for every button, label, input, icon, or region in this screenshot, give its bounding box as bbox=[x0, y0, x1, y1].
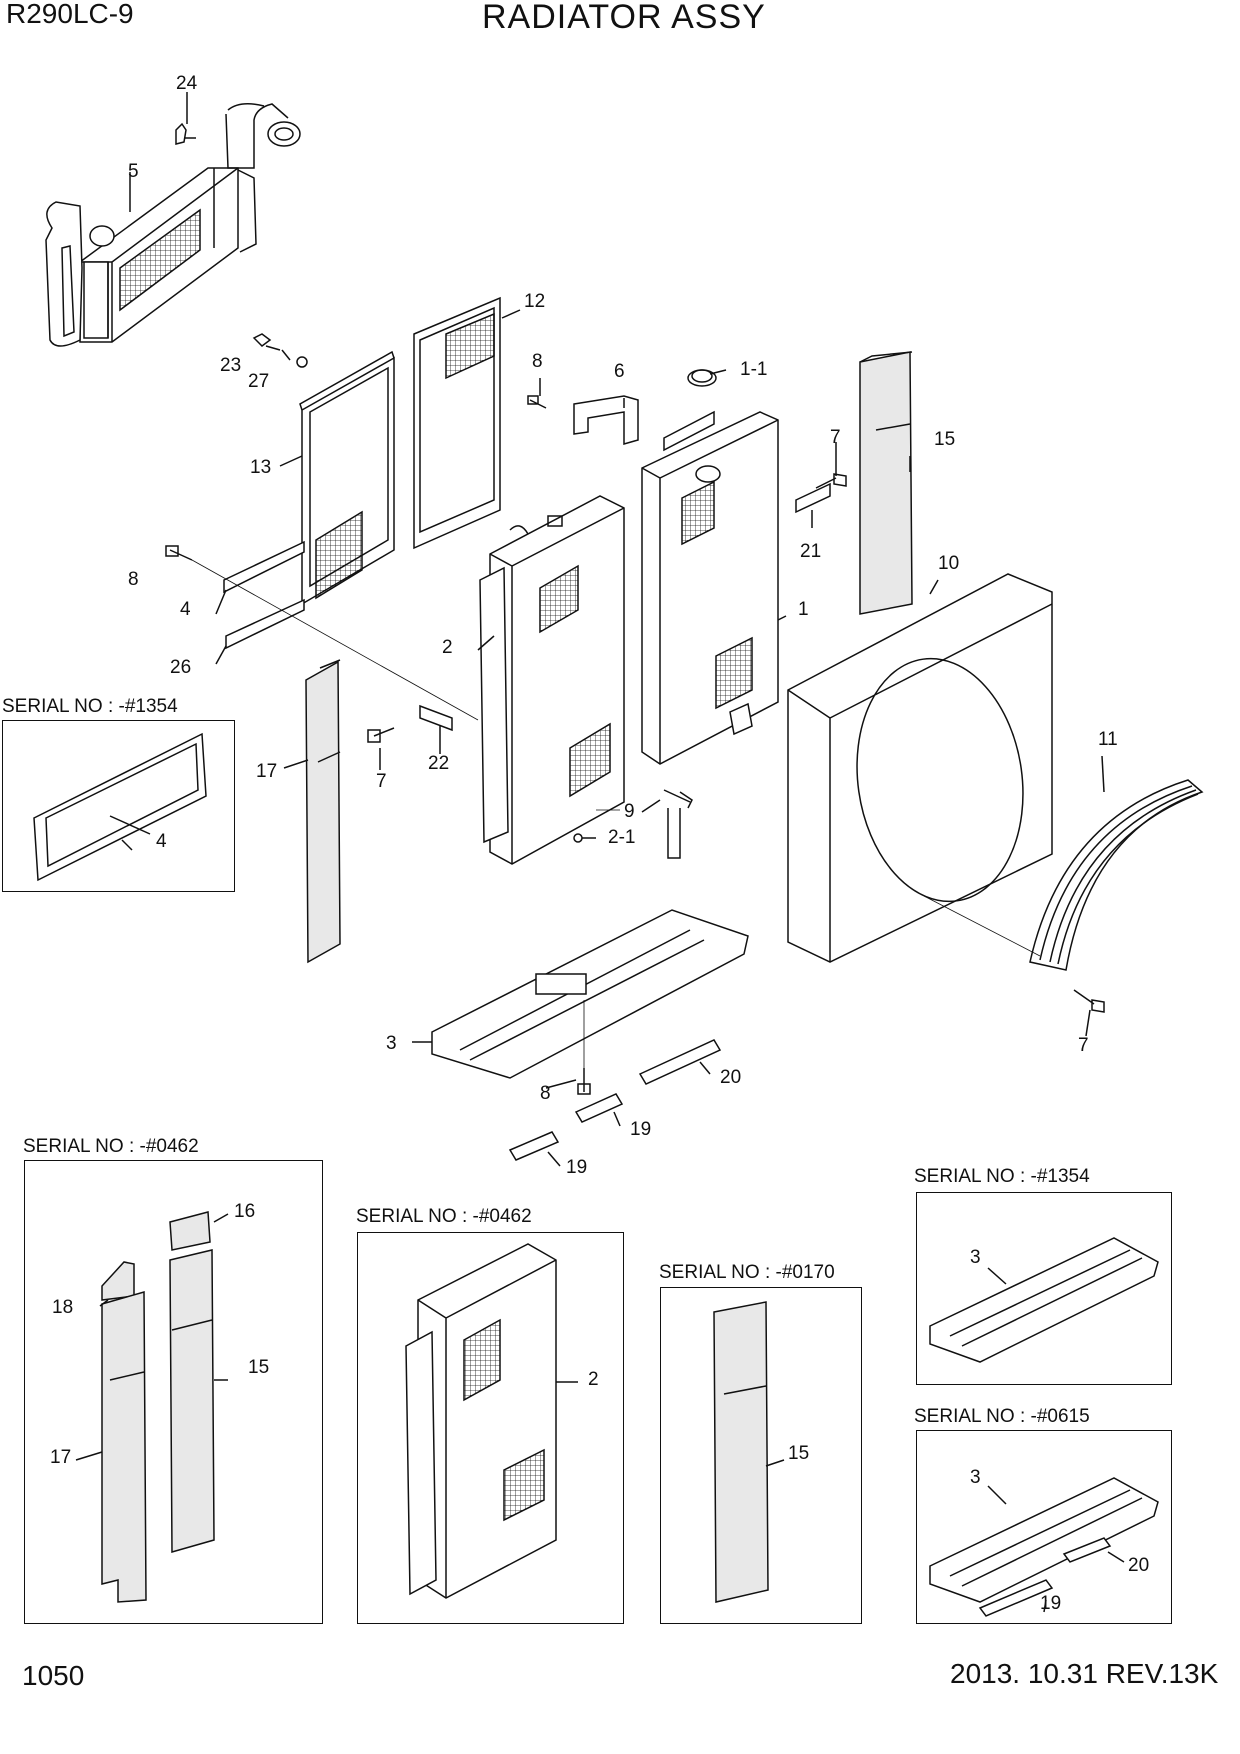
callout-2-1: 2-1 bbox=[608, 827, 636, 848]
callout-26: 26 bbox=[170, 657, 192, 678]
bolt-part-7c bbox=[1074, 990, 1104, 1012]
callout-21: 21 bbox=[800, 541, 822, 562]
callout-6: 6 bbox=[614, 361, 625, 382]
callout-7-a: 7 bbox=[830, 427, 841, 448]
inset-strap-4 bbox=[34, 734, 206, 880]
callout-19-inset: 19 bbox=[1040, 1593, 1062, 1614]
support-part-3 bbox=[432, 910, 748, 1078]
strap-part-26 bbox=[226, 600, 304, 648]
callout-23: 23 bbox=[220, 355, 242, 376]
serial-label-e: SERIAL NO : -#1354 bbox=[914, 1166, 1090, 1187]
callout-15: 15 bbox=[934, 429, 956, 450]
callout-20-inset: 20 bbox=[1128, 1555, 1150, 1576]
callout-10: 10 bbox=[938, 553, 960, 574]
inset-oil-cooler-2 bbox=[406, 1244, 556, 1598]
callout-1-1: 1-1 bbox=[740, 359, 768, 380]
plate-part-19a bbox=[576, 1094, 622, 1122]
serial-box-e bbox=[916, 1192, 1172, 1385]
intercooler-part-5 bbox=[46, 104, 300, 346]
callout-16-inset: 16 bbox=[234, 1201, 256, 1222]
serial-box-b bbox=[24, 1160, 323, 1624]
callout-5: 5 bbox=[128, 161, 139, 182]
drain-valve-part-9 bbox=[664, 790, 692, 808]
callout-7-b: 7 bbox=[376, 771, 387, 792]
page-number: 1050 bbox=[22, 1660, 85, 1691]
callout-8-a: 8 bbox=[532, 351, 543, 372]
wing-bolt-23 bbox=[254, 334, 280, 350]
callout-7-c: 7 bbox=[1078, 1035, 1089, 1056]
cap-part-1-1 bbox=[692, 370, 712, 382]
callout-27: 27 bbox=[248, 371, 270, 392]
plate-part-19b bbox=[510, 1132, 558, 1160]
serial-label-c: SERIAL NO : -#0462 bbox=[356, 1206, 532, 1227]
model-name: R290LC-9 bbox=[6, 0, 134, 29]
serial-box-f bbox=[916, 1430, 1172, 1624]
seal-part-15 bbox=[860, 352, 912, 614]
callout-8-b: 8 bbox=[128, 569, 139, 590]
revision-date: 2013. 10.31 REV.13K bbox=[950, 1658, 1219, 1689]
callout-19-a: 19 bbox=[630, 1119, 652, 1140]
guard-part-11 bbox=[1030, 780, 1202, 970]
callout-2: 2 bbox=[442, 637, 453, 658]
callout-3-inset-f: 3 bbox=[970, 1467, 981, 1488]
bolt-part-7a bbox=[816, 474, 846, 488]
serial-label-b: SERIAL NO : -#0462 bbox=[23, 1136, 199, 1157]
oil-cooler-part-2 bbox=[480, 496, 624, 864]
screen-part-12 bbox=[414, 298, 500, 548]
callout-1: 1 bbox=[798, 599, 809, 620]
bolt-part-8a bbox=[528, 396, 546, 408]
callout-22: 22 bbox=[428, 753, 450, 774]
seal-part-17 bbox=[306, 660, 340, 962]
serial-box-d bbox=[660, 1287, 862, 1624]
serial-box-a bbox=[2, 720, 235, 892]
drain-hose bbox=[668, 808, 680, 858]
radiator-part-1 bbox=[642, 370, 778, 764]
callout-15-inset-d: 15 bbox=[788, 1443, 810, 1464]
inset-seal-15 bbox=[714, 1302, 768, 1602]
plug-part-2-1 bbox=[574, 834, 582, 842]
inset-plate-20 bbox=[1064, 1538, 1110, 1562]
screen-part-13 bbox=[300, 352, 394, 604]
plate-part-21 bbox=[796, 484, 830, 512]
callout-17-inset: 17 bbox=[50, 1447, 72, 1468]
callout-24: 24 bbox=[176, 73, 198, 94]
callout-4: 4 bbox=[180, 599, 191, 620]
callout-3-inset-e: 3 bbox=[970, 1247, 981, 1268]
callout-9: 9 bbox=[624, 801, 635, 822]
plate-part-22 bbox=[420, 706, 452, 730]
callout-20: 20 bbox=[720, 1067, 742, 1088]
serial-box-c bbox=[357, 1232, 624, 1624]
bracket-part-6 bbox=[574, 396, 638, 444]
callout-18-inset: 18 bbox=[52, 1297, 74, 1318]
inset-seals-b bbox=[102, 1212, 214, 1602]
washer-part-27 bbox=[297, 357, 307, 367]
callout-11: 11 bbox=[1098, 729, 1118, 750]
serial-label-f: SERIAL NO : -#0615 bbox=[914, 1406, 1090, 1427]
serial-label-d: SERIAL NO : -#0170 bbox=[659, 1262, 835, 1283]
inset-support-3-f bbox=[930, 1478, 1158, 1602]
callout-13: 13 bbox=[250, 457, 272, 478]
bolt-part-8b bbox=[166, 546, 192, 560]
strap-part-4 bbox=[224, 542, 304, 592]
bolt-part-8c bbox=[578, 1068, 590, 1094]
callout-15-inset-b: 15 bbox=[248, 1357, 270, 1378]
plate-part-20 bbox=[640, 1040, 720, 1084]
serial-label-a: SERIAL NO : -#1354 bbox=[2, 696, 178, 717]
callout-17: 17 bbox=[256, 761, 278, 782]
callout-12: 12 bbox=[524, 291, 546, 312]
inset-support-3-e bbox=[930, 1238, 1158, 1362]
page-title: RADIATOR ASSY bbox=[482, 0, 766, 36]
bolt-part-7b bbox=[368, 728, 394, 742]
callout-3: 3 bbox=[386, 1033, 397, 1054]
inset-plate-19 bbox=[980, 1580, 1052, 1616]
callout-8-c: 8 bbox=[540, 1083, 551, 1104]
shroud-part-10 bbox=[788, 574, 1052, 962]
callout-19-b: 19 bbox=[566, 1157, 588, 1178]
callout-4-inset: 4 bbox=[156, 831, 167, 852]
callout-2-inset: 2 bbox=[588, 1369, 599, 1390]
